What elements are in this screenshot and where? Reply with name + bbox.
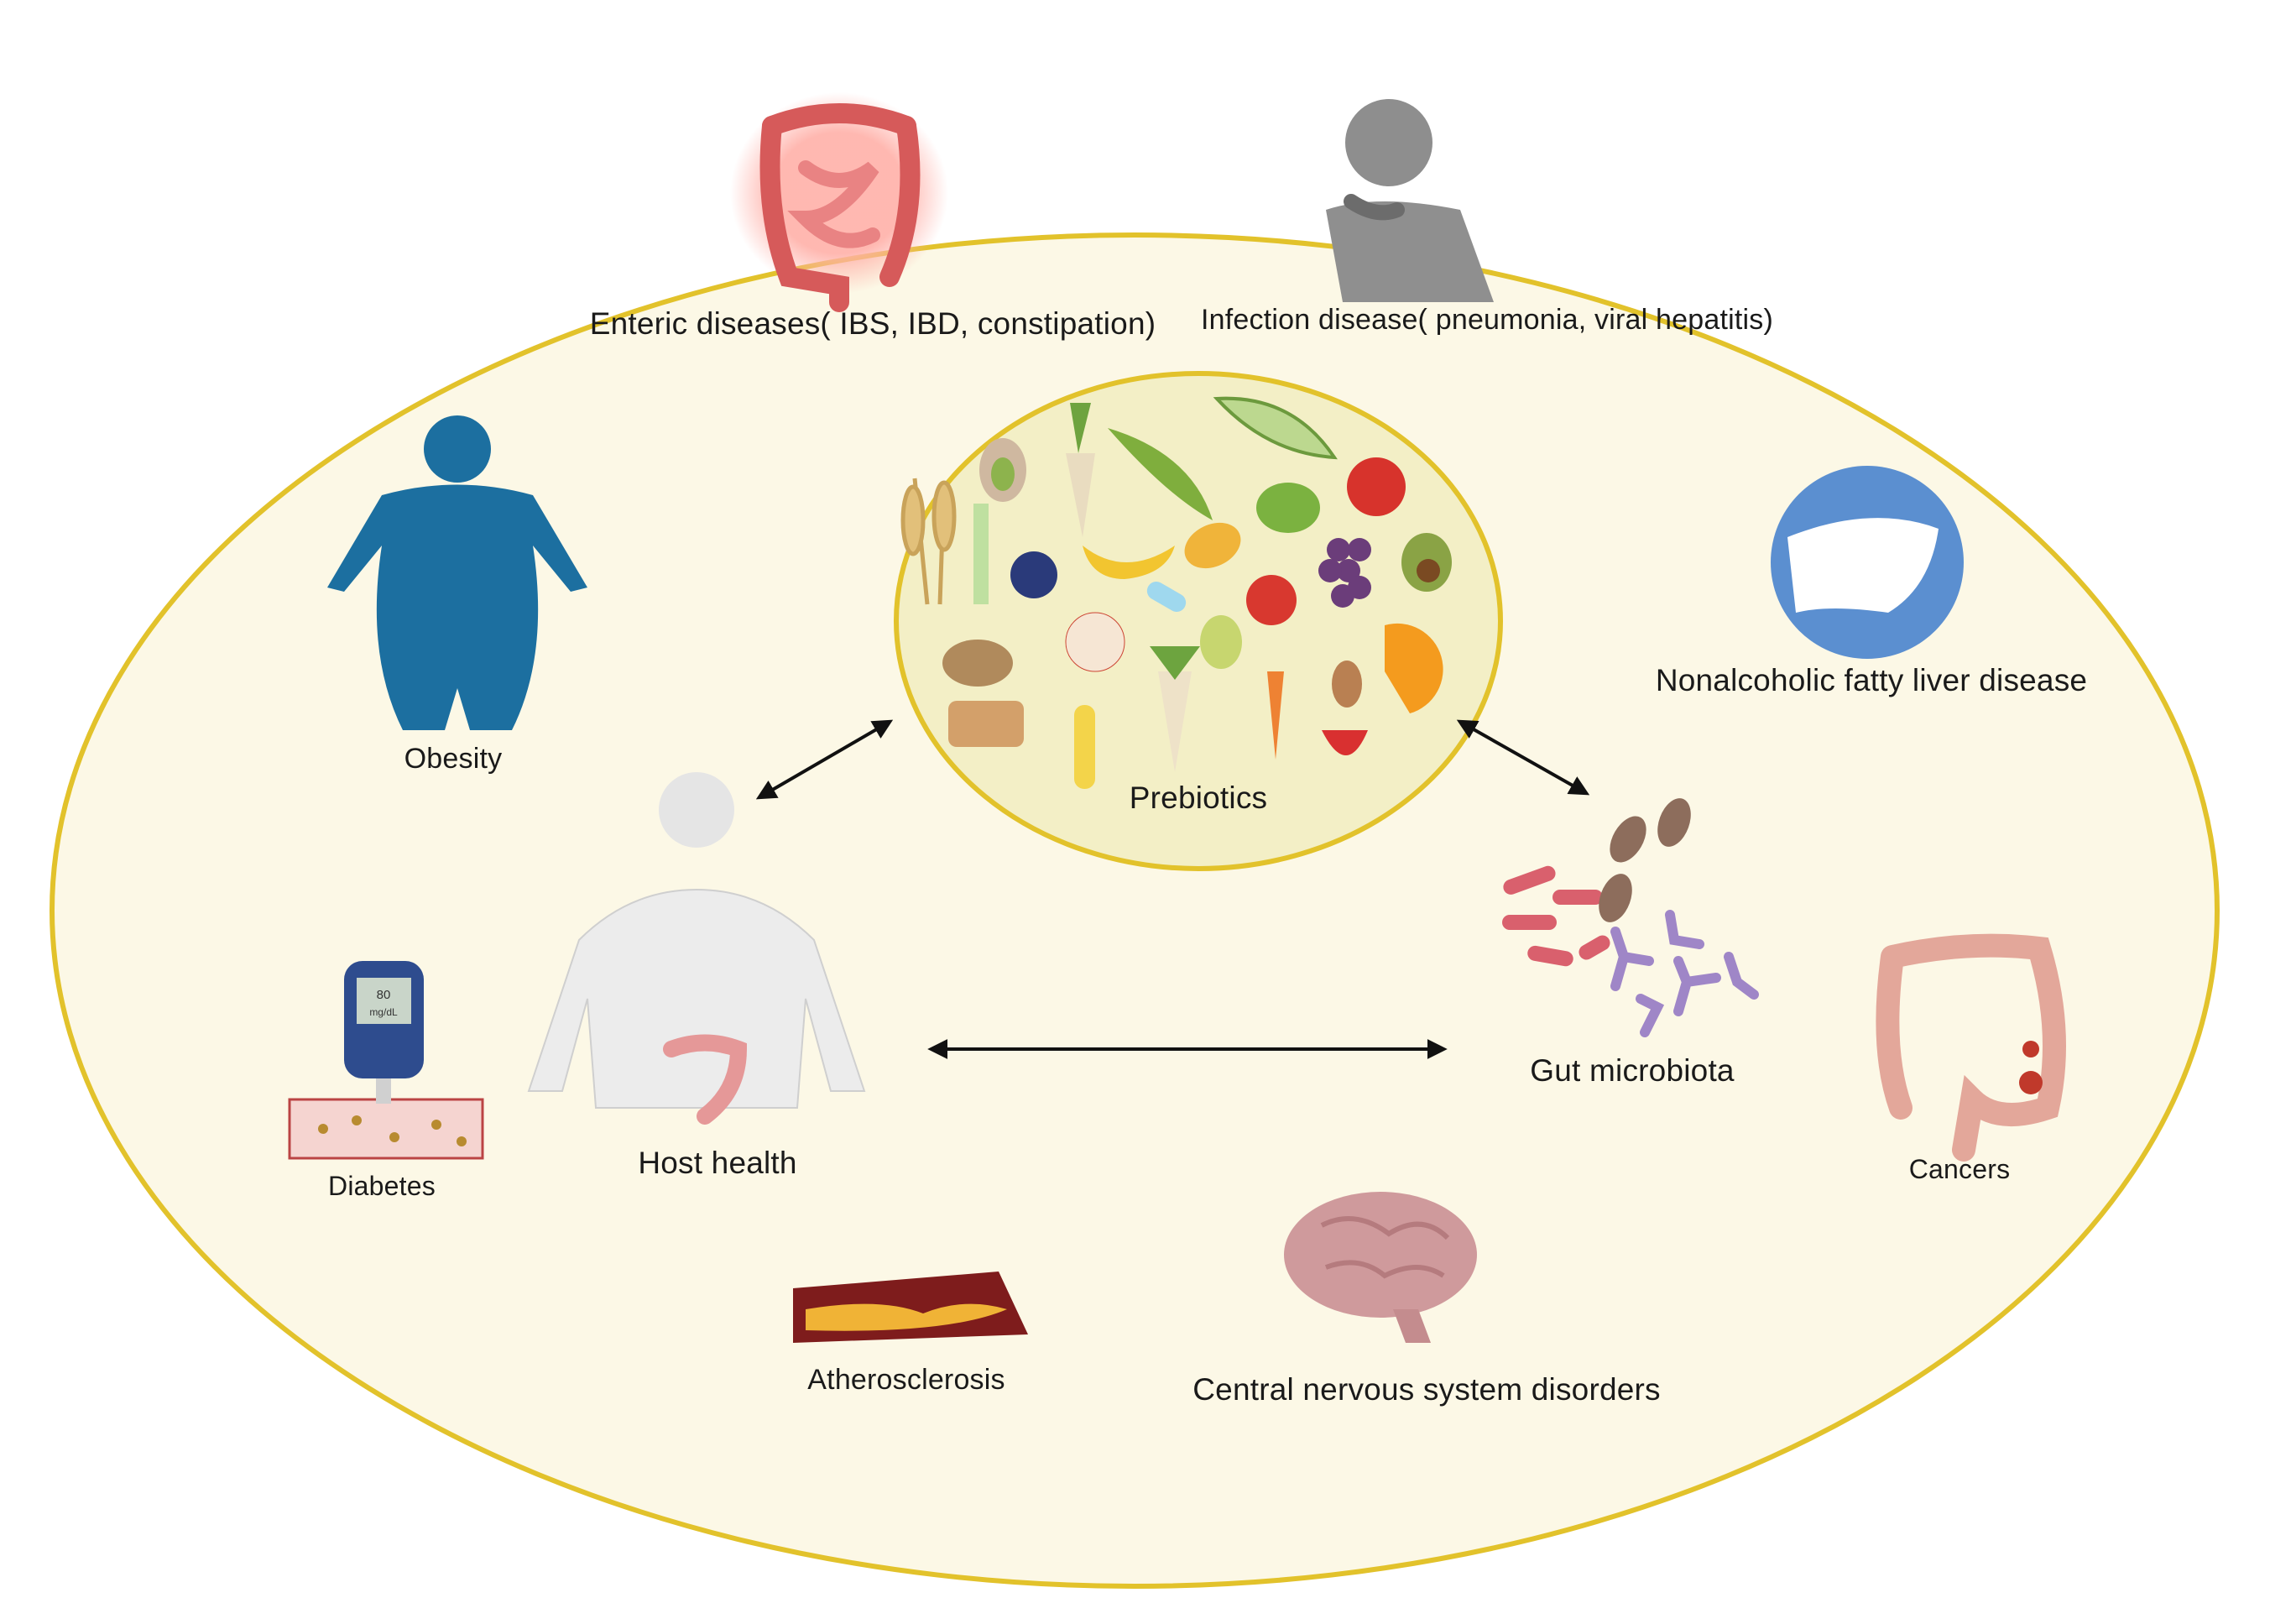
label-gut-microbiota: Gut microbiota: [1530, 1053, 1735, 1088]
glucometer-icon: 80 mg/dL: [288, 961, 484, 1160]
label-nafld: Nonalcoholic fatty liver disease: [1655, 663, 2088, 697]
label-diabetes: Diabetes: [328, 1171, 436, 1201]
arrow-host-prebiotics: [755, 719, 894, 800]
coughing-person-icon: [1326, 99, 1494, 302]
glucometer-unit: mg/dL: [369, 1006, 398, 1018]
liver-icon: [1771, 466, 1964, 659]
food-collage-icon: [900, 396, 1452, 789]
brain-icon: [1284, 1192, 1477, 1343]
label-host-health: Host health: [638, 1146, 797, 1180]
arrow-prebiotics-microbiota: [1456, 719, 1590, 796]
label-cns: Central nervous system disorders: [1192, 1372, 1661, 1407]
artery-plaque-icon: [793, 1272, 1028, 1343]
intestine-icon: [730, 92, 948, 312]
bacteria-icon: [1502, 798, 1759, 1037]
label-prebiotics: Prebiotics: [1129, 781, 1268, 815]
human-body-icon: [527, 772, 866, 1125]
glucometer-value: 80: [377, 988, 391, 1002]
outer-ellipse: [50, 232, 2220, 1589]
label-enteric: Enteric diseases( IBS, IBD, constipation…: [589, 306, 1156, 341]
label-cancers: Cancers: [1908, 1154, 2011, 1184]
obese-person-icon: [327, 415, 587, 730]
label-infection: Infection disease( pneumonia, viral hepa…: [1200, 304, 1774, 336]
label-obesity: Obesity: [404, 743, 503, 775]
label-atherosclerosis: Atherosclerosis: [807, 1364, 1005, 1396]
colon-cancer-icon: [1876, 933, 2066, 1162]
